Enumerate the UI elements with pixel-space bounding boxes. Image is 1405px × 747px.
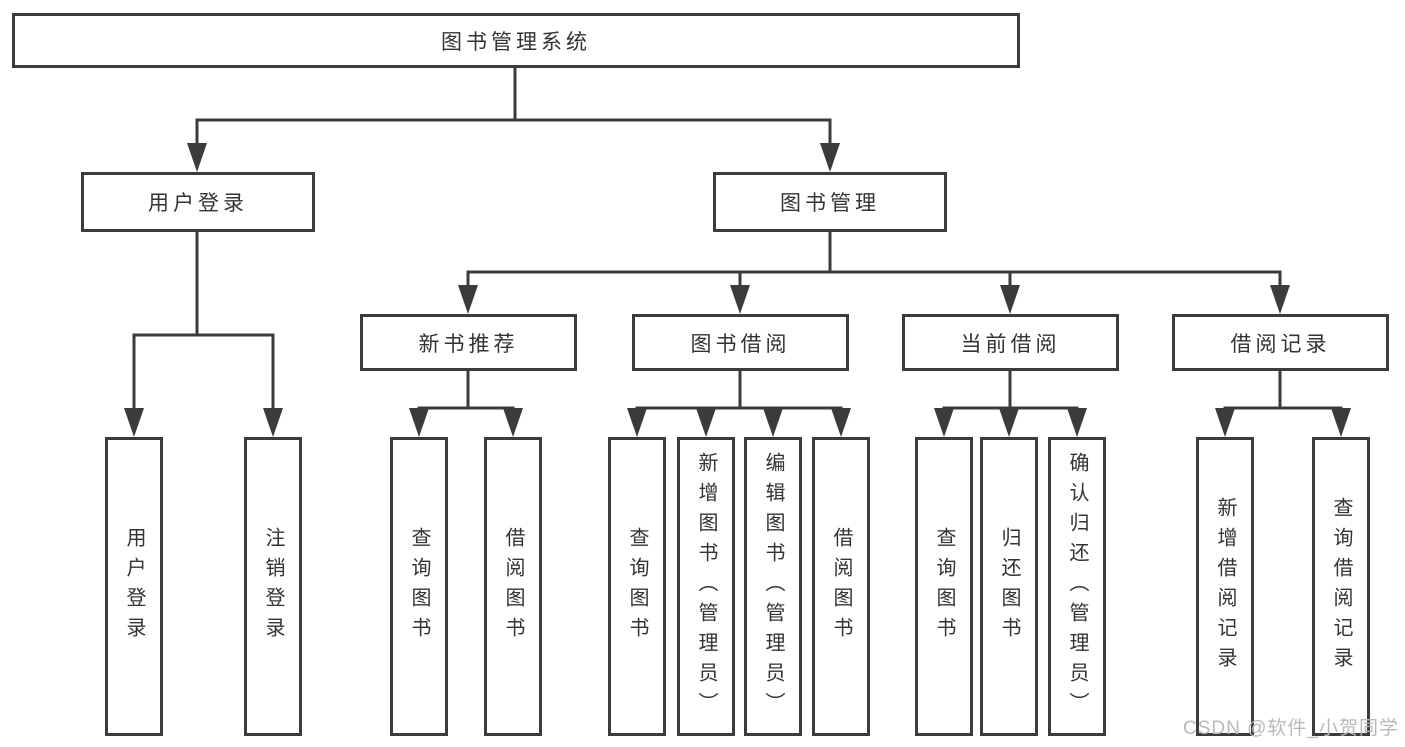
branch-borrow-records (1215, 369, 1351, 437)
node-new-book-recommend: 新书推荐 (360, 314, 577, 371)
branch-user-login (124, 230, 283, 437)
branch-current-borrow (934, 369, 1087, 437)
leaf-logout: 注销登录 (244, 437, 302, 736)
node-root: 图书管理系统 (12, 13, 1020, 68)
node-borrow-records: 借阅记录 (1172, 314, 1389, 371)
leaf-add-borrow-record: 新增借阅记录 (1196, 437, 1254, 736)
leaf-user-login: 用户登录 (105, 437, 163, 736)
node-current-borrow: 当前借阅 (902, 314, 1119, 371)
branch-new-book-recommend (409, 369, 523, 437)
branch-root (187, 66, 840, 172)
branch-book-management (458, 230, 1290, 314)
leaf-query-books-current: 查询图书 (915, 437, 973, 736)
node-user-login: 用户登录 (81, 172, 315, 232)
leaf-borrow-books: 借阅图书 (812, 437, 870, 736)
leaf-borrow-books-recommend: 借阅图书 (484, 437, 542, 736)
leaf-query-borrow-record: 查询借阅记录 (1312, 437, 1370, 736)
leaf-edit-books-admin: 编辑图书（管理员） (744, 437, 802, 736)
leaf-confirm-return-admin: 确认归还（管理员） (1048, 437, 1106, 736)
leaf-add-books-admin: 新增图书（管理员） (677, 437, 735, 736)
node-book-management: 图书管理 (713, 172, 947, 232)
leaf-query-books-recommend: 查询图书 (390, 437, 448, 736)
branch-book-borrow (627, 369, 851, 437)
node-book-borrow: 图书借阅 (632, 314, 849, 371)
csdn-watermark: CSDN @软件_小贺同学 (1183, 718, 1399, 739)
leaf-return-books: 归还图书 (980, 437, 1038, 736)
leaf-query-books-borrow: 查询图书 (608, 437, 666, 736)
